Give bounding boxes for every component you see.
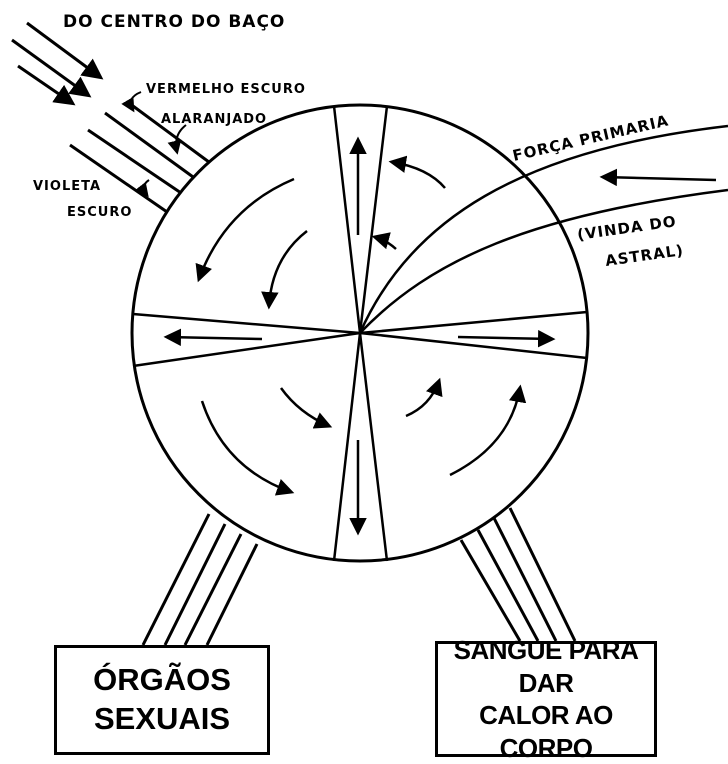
primary-force-curves — [358, 124, 728, 334]
spoke-arrows — [163, 136, 556, 536]
label-dark-red: VERMELHO ESCURO — [146, 82, 306, 97]
label-violet-line1: VIOLETA — [33, 179, 101, 194]
exit-beams — [141, 507, 577, 646]
blood-warmth-box: SANGUE PARA DAR CALOR AO CORPO — [435, 635, 657, 763]
spleen-rays — [11, 21, 214, 216]
label-from-astral-line2: ASTRAL) — [604, 241, 685, 270]
sexual-organs-box: ÓRGÃOS SEXUAIS — [54, 645, 270, 755]
blood-warmth-line1: SANGUE PARA DAR — [453, 635, 639, 698]
label-from-spleen: DO CENTRO DO BAÇO — [63, 12, 285, 32]
label-violet-line2: ESCURO — [67, 205, 132, 220]
blood-warmth-line2: CALOR AO CORPO — [479, 700, 613, 763]
sexual-organs-line2: SEXUAIS — [93, 701, 231, 736]
label-pointers — [121, 91, 187, 198]
label-orange: ALARANJADO — [161, 112, 267, 127]
sexual-organs-line1: ÓRGÃOS — [93, 662, 231, 698]
label-from-astral-line1: (VINDA DO — [576, 212, 678, 244]
swirl-arrows — [195, 155, 527, 496]
